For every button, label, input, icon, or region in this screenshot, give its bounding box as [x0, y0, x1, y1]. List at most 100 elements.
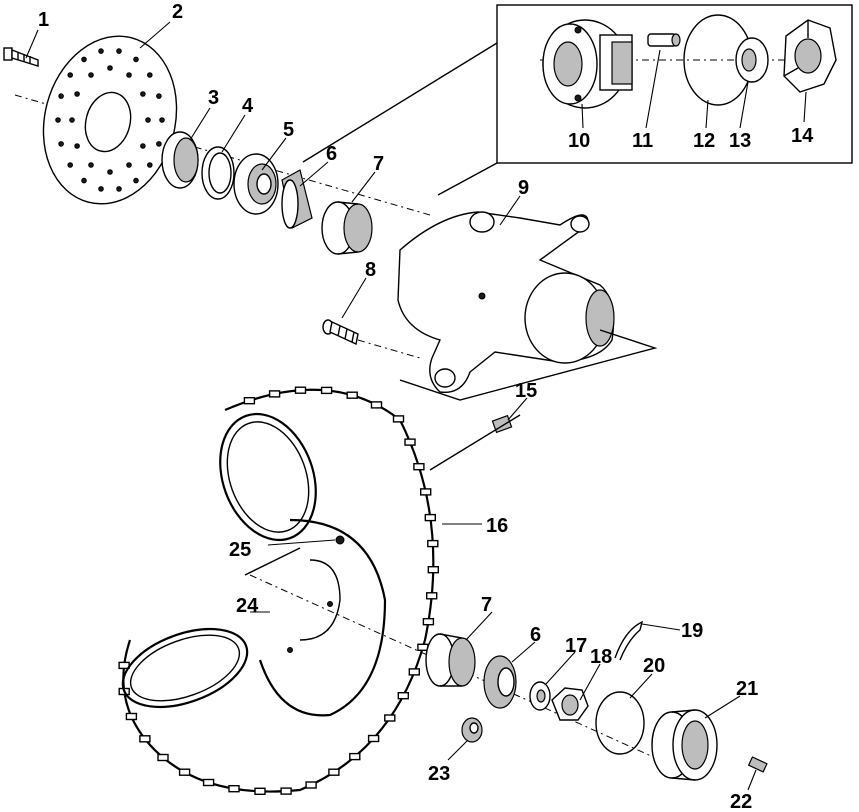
part-2-brake-disc [42, 35, 178, 205]
tire-tread-block [427, 539, 439, 548]
tire-tread-block [424, 513, 436, 522]
tire-tread-block [139, 735, 151, 743]
disc-hole [133, 177, 139, 184]
callout-11: 11 [632, 130, 653, 152]
callout-5: 5 [283, 119, 294, 141]
part-22-screw [747, 756, 768, 773]
part-19-cotter-pin [614, 620, 644, 661]
disc-hole [98, 186, 104, 192]
callout-8: 8 [365, 259, 376, 281]
part-14-axle-nut [783, 19, 837, 93]
tire-tread-block [397, 692, 409, 700]
callout-18: 18 [590, 646, 612, 668]
callout-7-lower: 7 [481, 594, 492, 616]
tire-tread-block [328, 768, 340, 776]
callout-7-upper: 7 [373, 153, 384, 175]
part-11-pin [647, 33, 681, 47]
tire-tread-block [157, 753, 169, 762]
disc-hole [107, 169, 113, 175]
disc-hole [88, 162, 94, 168]
part-9-spindle-knuckle [397, 211, 658, 401]
tire-tread-block [392, 415, 405, 423]
leader-lines [25, 21, 807, 791]
callout-20: 20 [643, 655, 665, 677]
tire-tread-block [243, 397, 256, 405]
callout-23: 23 [428, 763, 450, 785]
callout-4: 4 [242, 95, 254, 117]
tire-tread-block [280, 787, 292, 795]
disc-hole [147, 162, 153, 168]
tire-tread-block [125, 712, 138, 721]
part-7-bearing-race-lower [425, 633, 476, 687]
disc-hole [156, 141, 162, 147]
disc-hole [58, 93, 64, 99]
callout-2: 2 [172, 1, 183, 23]
disc-hole [147, 72, 153, 78]
tire-tread-block [427, 566, 439, 574]
callout-14: 14 [791, 125, 814, 147]
tire-tread-block [370, 401, 383, 409]
disc-hole [67, 72, 73, 78]
part-3-seal [161, 131, 199, 189]
disc-hole [145, 117, 151, 123]
part-17-washer [529, 681, 551, 711]
callout-17: 17 [565, 635, 587, 657]
callout-24: 24 [236, 595, 259, 617]
disc-hole [116, 186, 122, 192]
tire-tread-block [413, 463, 425, 471]
disc-hole [140, 143, 146, 149]
disc-hole [88, 72, 94, 78]
callout-10: 10 [568, 130, 590, 152]
part-20-o-ring [595, 691, 645, 755]
disc-hole [98, 48, 104, 54]
tire-tread-block [404, 438, 416, 446]
part-23-fitting [461, 717, 483, 743]
disc-hole [140, 91, 146, 97]
disc-hole [126, 72, 132, 78]
part-6-tapered-bearing-upper [281, 169, 313, 229]
part-4-retaining-ring [201, 146, 235, 200]
tire-tread-block [408, 668, 420, 676]
callout-1: 1 [38, 9, 49, 31]
inset-detail-box [302, 4, 853, 196]
callout-6-upper: 6 [326, 143, 337, 165]
disc-hole [107, 65, 113, 71]
callout-9: 9 [518, 177, 529, 199]
callout-13: 13 [729, 130, 751, 152]
disc-hole [74, 91, 80, 97]
tire-tread-block [417, 643, 429, 651]
disc-hole [58, 141, 64, 147]
callout-22: 22 [730, 791, 752, 812]
tire-tread-block [384, 714, 396, 722]
part-24-wheel-rim [121, 518, 387, 717]
part-6-tapered-bearing-lower [483, 655, 517, 709]
callout-19: 19 [681, 620, 703, 642]
callout-3: 3 [208, 87, 219, 109]
tire-tread-block [320, 386, 333, 395]
tire-tread-block [426, 592, 438, 600]
part-10-hub-assembly [542, 19, 633, 109]
disc-hole [81, 177, 87, 184]
callout-21: 21 [736, 678, 758, 700]
disc-hole [67, 162, 73, 168]
part-1-bolt [3, 47, 39, 67]
tire-tread-block [420, 488, 432, 496]
tire-tread-block [178, 768, 191, 776]
tire-tread-block [367, 734, 380, 743]
callout-12: 12 [693, 130, 715, 152]
tire-tread-block [349, 752, 361, 761]
disc-hole [69, 117, 75, 123]
tire-tread-block [346, 391, 358, 399]
tire-tread-block [228, 785, 240, 793]
disc-hole [55, 117, 61, 123]
disc-hole [81, 56, 87, 63]
disc-hole [116, 48, 122, 54]
tire-tread-block [294, 386, 307, 394]
callout-labels: 1 2 3 4 5 6 7 8 9 10 11 12 13 14 15 16 7… [38, 1, 814, 812]
disc-hole [159, 117, 165, 123]
tire-tread-block [422, 618, 435, 626]
part-18-castle-nut [551, 687, 589, 721]
callout-16: 16 [486, 515, 508, 537]
disc-hole [156, 93, 162, 99]
